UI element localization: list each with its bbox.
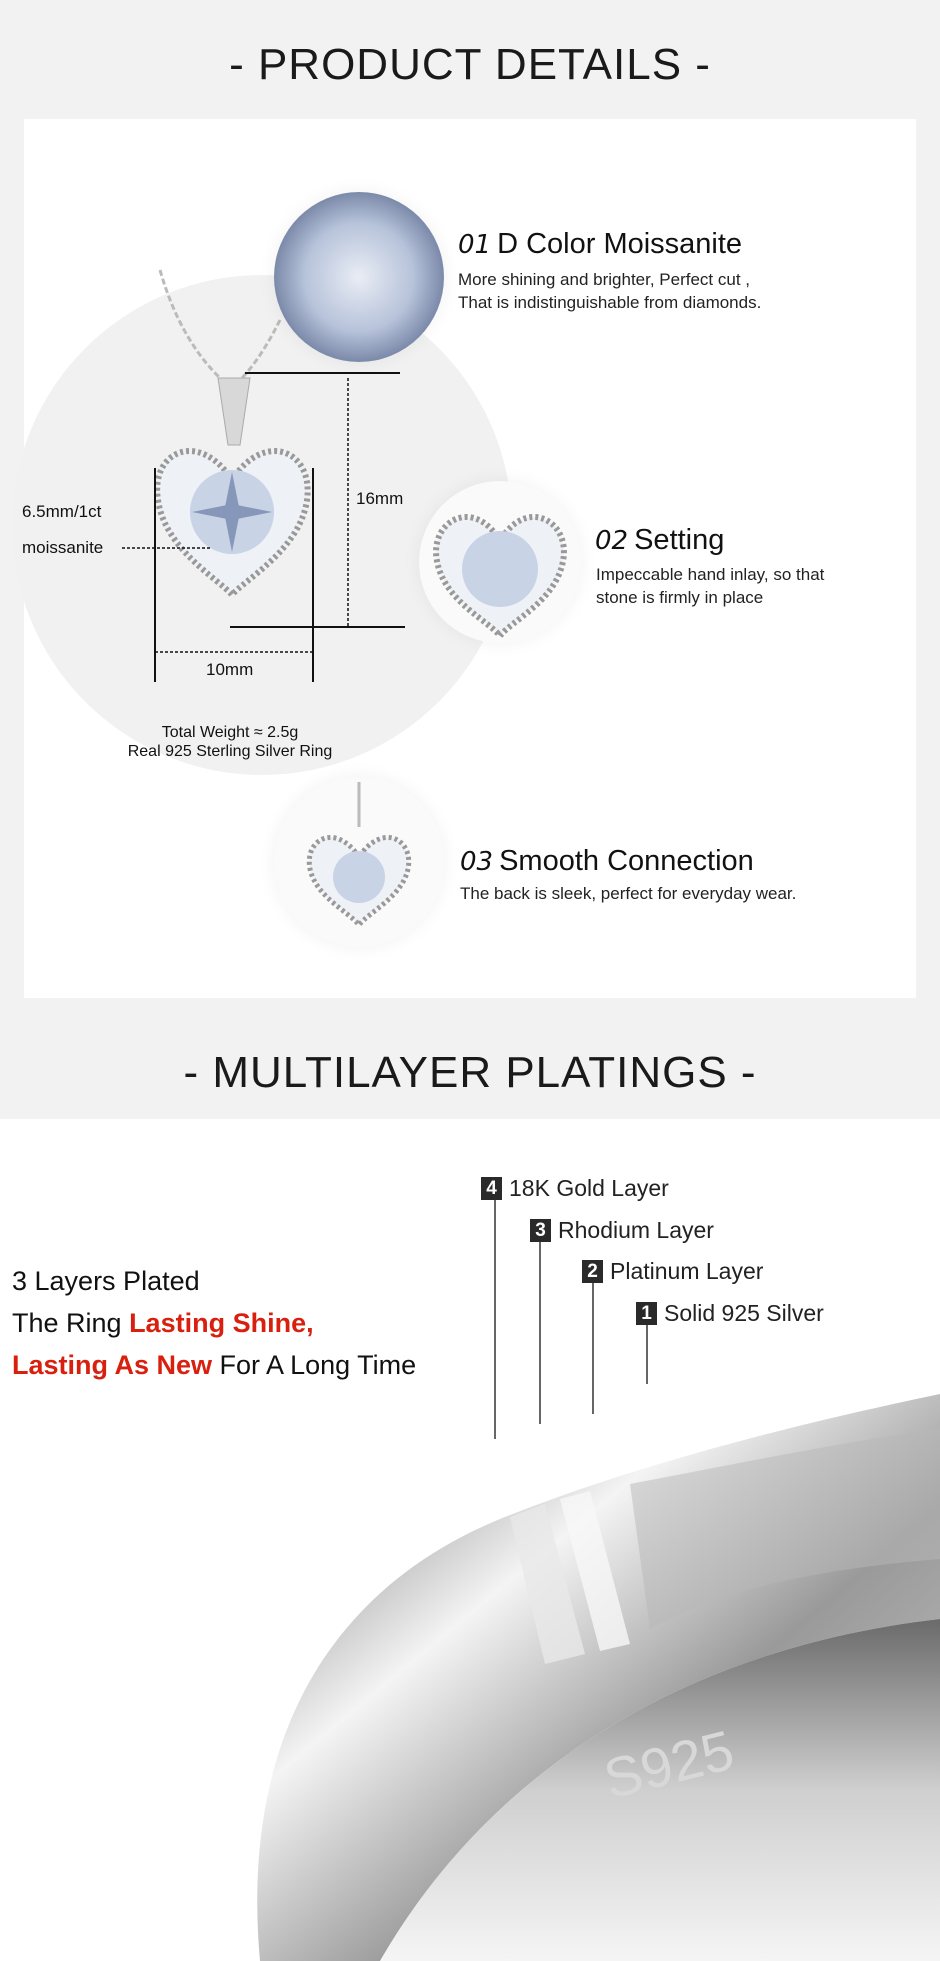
stone-type: moissanite	[22, 538, 104, 557]
material: Real 925 Sterling Silver Ring	[127, 743, 333, 760]
feature-desc-2b: stone is firmly in place	[596, 588, 764, 607]
necklace-pendant-image	[122, 269, 405, 682]
plated-line-2: The Ring Lasting Shine,	[12, 1308, 314, 1338]
height-dimension: 16mm	[356, 489, 404, 508]
moissanite-stone-image	[274, 192, 444, 362]
feature-desc-2a: Impeccable hand inlay, so that	[596, 565, 825, 584]
feature-desc-1a: More shining and brighter, Perfect cut ,	[458, 270, 750, 289]
total-weight: Total Weight ≈ 2.5g	[161, 724, 299, 741]
feature-desc-1b: That is indistinguishable from diamonds.	[458, 293, 762, 312]
feature-desc-3: The back is sleek, perfect for everyday …	[460, 884, 797, 903]
plated-line-3: Lasting As New For A Long Time	[12, 1350, 417, 1380]
ring-image: S925	[257, 1183, 940, 1961]
plated-line-1: 3 Layers Plated	[12, 1266, 200, 1296]
platings-heading: - MULTILAYER PLATINGS -	[183, 1048, 757, 1097]
product-details-heading: - PRODUCT DETAILS -	[229, 40, 711, 89]
stone-size: 6.5mm/1ct	[22, 502, 102, 521]
width-dimension: 10mm	[206, 660, 254, 679]
connection-image	[274, 777, 444, 947]
setting-image	[419, 481, 581, 643]
